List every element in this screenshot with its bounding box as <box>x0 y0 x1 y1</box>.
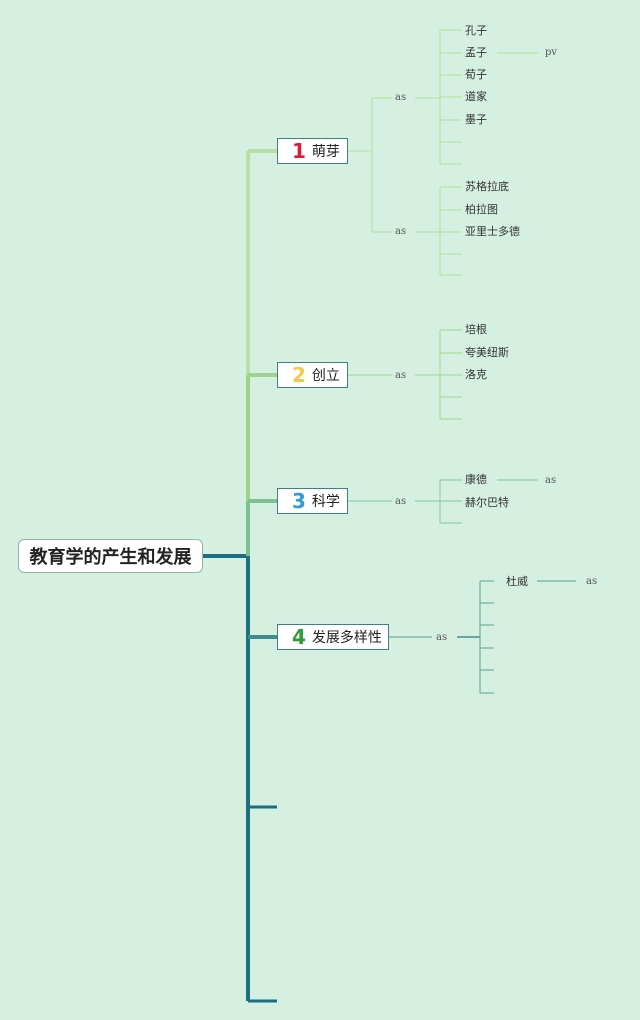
branch-label-2: 创立 <box>311 368 340 384</box>
connector-label: as <box>395 226 407 237</box>
branch-number-1: 1 <box>292 139 306 163</box>
extra-label: as <box>586 576 598 587</box>
leaf-item[interactable]: 苏格拉底 <box>465 180 509 193</box>
branch-node-3[interactable]: 3 科学 <box>277 488 348 514</box>
leaf-item[interactable]: 孟子 <box>465 46 487 59</box>
branch-node-1[interactable]: 1 萌芽 <box>277 138 348 164</box>
branch-number-4: 4 <box>292 625 306 649</box>
leaf-item[interactable]: 墨子 <box>465 113 487 126</box>
leaf-item[interactable]: 道家 <box>465 90 487 103</box>
leaf-item[interactable]: 夸美纽斯 <box>465 346 509 359</box>
branch-number-3: 3 <box>292 489 306 513</box>
leaf-item[interactable]: 赫尔巴特 <box>465 496 509 509</box>
branch-label-1: 萌芽 <box>311 144 340 160</box>
leaf-item[interactable]: 孔子 <box>465 24 487 37</box>
root-node[interactable]: 教育学的产生和发展 <box>18 539 203 573</box>
extra-label: pv <box>545 47 558 58</box>
root-title: 教育学的产生和发展 <box>29 547 192 568</box>
branch-number-2: 2 <box>292 363 306 387</box>
branch-label-4: 发展多样性 <box>311 630 382 646</box>
extra-label: as <box>545 475 557 486</box>
connector-label: as <box>395 92 407 103</box>
connector-label: as <box>395 370 407 381</box>
branch-label-3: 科学 <box>311 494 340 510</box>
leaf-item[interactable]: 柏拉图 <box>465 203 498 216</box>
branch-node-4[interactable]: 4 发展多样性 <box>277 624 389 650</box>
leaf-item[interactable]: 荀子 <box>465 68 487 81</box>
leaf-item[interactable]: 培根 <box>465 323 487 336</box>
leaf-item[interactable]: 杜威 <box>506 575 528 588</box>
connector-label: as <box>436 632 448 643</box>
leaf-item[interactable]: 洛克 <box>465 368 487 381</box>
leaf-item[interactable]: 康德 <box>465 473 487 486</box>
leaf-item[interactable]: 亚里士多德 <box>465 225 520 238</box>
branch-node-2[interactable]: 2 创立 <box>277 362 348 388</box>
connector-label: as <box>395 496 407 507</box>
